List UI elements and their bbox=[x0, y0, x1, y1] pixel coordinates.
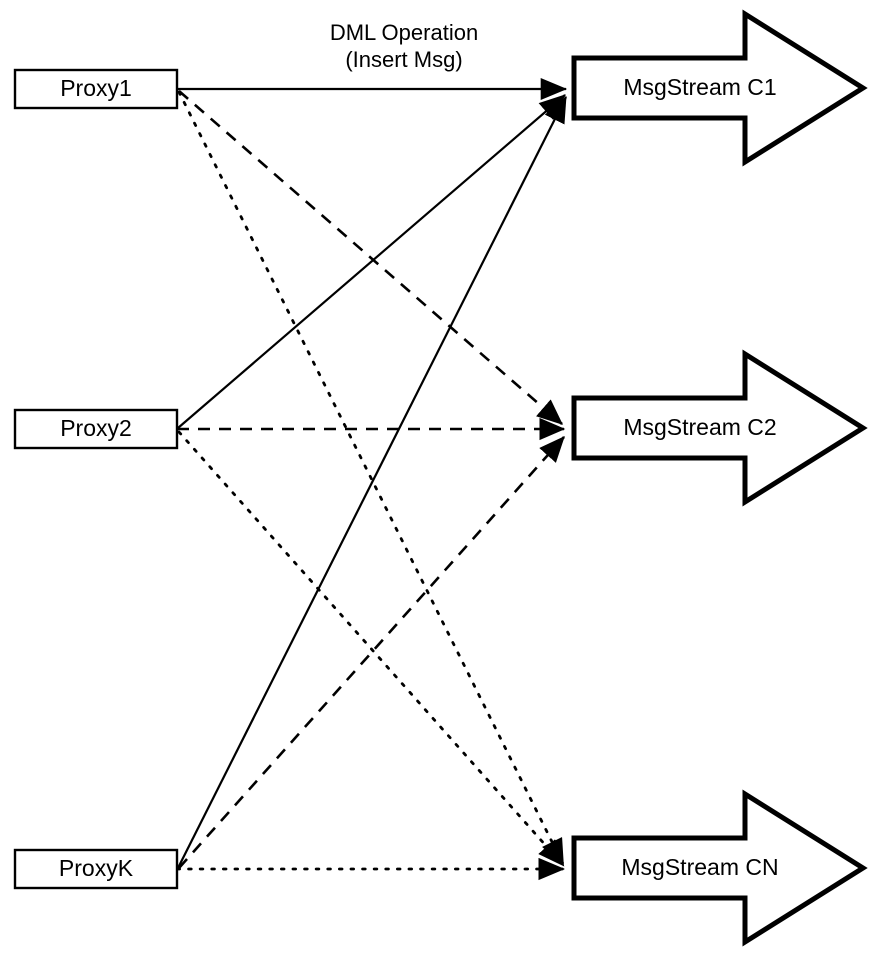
proxyk-box[interactable] bbox=[13, 848, 179, 890]
stream-c2-label: MsgStream C2 bbox=[623, 414, 776, 440]
edge-line-p1-cn[interactable] bbox=[177, 90, 565, 866]
stream-cn-arrow-shape[interactable] bbox=[571, 789, 868, 947]
source-node-proxy2[interactable]: Proxy2 bbox=[13, 408, 179, 450]
edge-label-line-1: DML Operation bbox=[330, 20, 478, 45]
stream-c1-arrow-shape[interactable] bbox=[571, 9, 868, 167]
edge-label-line-2: (Insert Msg) bbox=[345, 47, 462, 72]
edge-proxy1-to-stream-c2[interactable] bbox=[178, 90, 563, 425]
target-node-stream-cn[interactable]: MsgStream CN bbox=[571, 789, 868, 947]
source-node-proxyk[interactable]: ProxyK bbox=[13, 848, 179, 890]
edge-proxy2-to-stream-c1[interactable] bbox=[177, 94, 566, 429]
edge-line-pk-c1[interactable] bbox=[177, 96, 567, 869]
edge-line-p2-cn[interactable] bbox=[177, 430, 565, 867]
edge-proxyk-to-stream-c1[interactable] bbox=[177, 96, 567, 869]
stream-c1-label: MsgStream C1 bbox=[623, 74, 776, 100]
target-node-stream-c1[interactable]: MsgStream C1 bbox=[571, 9, 868, 167]
edge-proxy2-to-stream-cn[interactable] bbox=[177, 430, 565, 867]
edge-line-p1-c2[interactable] bbox=[178, 90, 563, 425]
stream-c2-arrow-shape[interactable] bbox=[571, 349, 868, 507]
edge-proxyk-to-stream-c2[interactable] bbox=[178, 436, 565, 869]
proxy2-box[interactable] bbox=[13, 408, 179, 450]
source-node-proxy1[interactable]: Proxy1 bbox=[13, 68, 179, 110]
edge-proxy1-to-stream-cn[interactable] bbox=[177, 90, 565, 866]
edge-line-p2-c1[interactable] bbox=[177, 94, 566, 429]
proxy1-label: Proxy1 bbox=[60, 75, 132, 101]
stream-cn-label: MsgStream CN bbox=[621, 854, 778, 880]
proxy2-label: Proxy2 bbox=[60, 415, 132, 441]
target-node-stream-c2[interactable]: MsgStream C2 bbox=[571, 349, 868, 507]
edge-line-pk-c2[interactable] bbox=[178, 436, 565, 869]
edge-layer bbox=[156, 78, 568, 881]
edge-label-dml-operation: DML Operation (Insert Msg) bbox=[330, 20, 478, 72]
proxyk-label: ProxyK bbox=[59, 855, 134, 881]
proxy1-box[interactable] bbox=[13, 68, 179, 110]
